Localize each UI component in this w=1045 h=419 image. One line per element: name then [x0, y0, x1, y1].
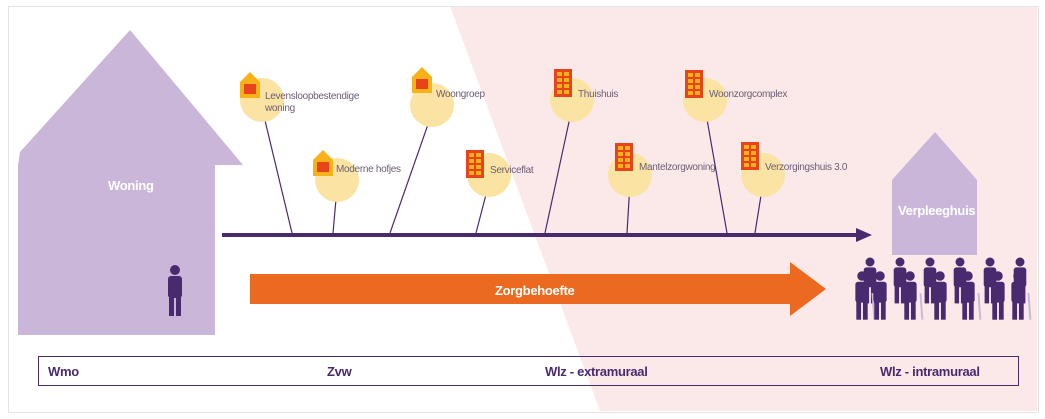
housing-type-label: Thuishuis [578, 89, 619, 100]
elderly-person-icon [923, 257, 937, 304]
building-icon [615, 143, 633, 171]
home-label: Woning [108, 178, 154, 193]
housing-type-marker [741, 142, 785, 234]
diagram-frame [8, 6, 1039, 413]
house-icon [412, 67, 432, 93]
housing-type-label: Serviceflat [490, 165, 534, 176]
housing-type-label: Mantelzorgwoning [639, 162, 716, 173]
building-icon [685, 70, 703, 98]
house-icon [313, 150, 333, 176]
funding-wmo: Wmo [48, 364, 79, 379]
nursing-home-label: Verpleeghuis [898, 203, 976, 218]
care-needs-label: Zorgbehoefte [495, 283, 575, 298]
elderly-person-icon [893, 257, 907, 304]
housing-type-marker [544, 69, 594, 234]
housing-type-marker [313, 150, 359, 234]
elderly-person-icon [903, 271, 924, 320]
home-house-shape [18, 30, 243, 335]
elderly-person-icon [991, 271, 1005, 320]
elderly-person-icon [168, 265, 189, 317]
building-icon [466, 150, 484, 178]
elderly-person-icon [961, 271, 982, 320]
housing-type-marker [240, 72, 293, 234]
timeline-arrowhead [856, 228, 872, 242]
housing-type-label: Woongroep [436, 89, 485, 100]
funding-zvw: Zvw [327, 364, 352, 379]
house-icon [240, 72, 260, 98]
housing-type-label: Moderne hofjes [336, 164, 401, 175]
elderly-person-icon [855, 271, 876, 320]
housing-type-label: Verzorgingshuis 3.0 [765, 162, 848, 173]
housing-type-marker [608, 143, 652, 234]
funding-wlz-extramural: Wlz - extramuraal [545, 364, 648, 379]
nursing-home-shape [892, 132, 977, 255]
housing-type-marker [389, 67, 454, 234]
funding-wlz-intramural: Wlz - intramuraal [880, 364, 980, 379]
housing-type-marker [466, 150, 511, 234]
housing-type-label: Levensloopbestendige woning [265, 91, 360, 114]
elderly-person-icon [933, 271, 947, 320]
funding-band [38, 356, 1019, 386]
elderly-person-icon [873, 271, 887, 320]
building-icon [741, 142, 759, 170]
building-icon [554, 69, 572, 97]
housing-type-marker [683, 70, 728, 234]
housing-type-label: Woonzorgcomplex [709, 89, 788, 100]
care-needs-arrow [250, 262, 826, 316]
elderly-person-icon [1011, 271, 1032, 320]
